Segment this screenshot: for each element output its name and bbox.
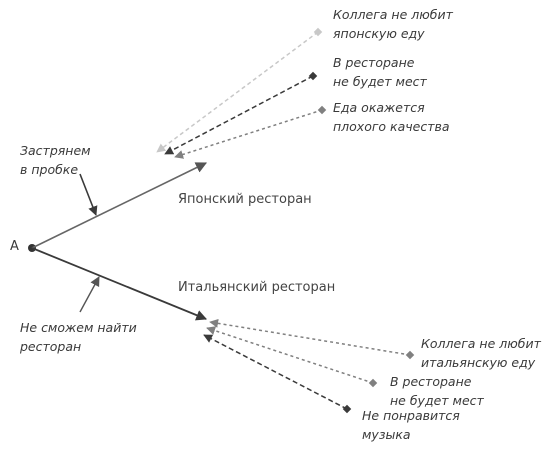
risk-label-italian-no-seats-line2: не будет мест bbox=[390, 393, 484, 408]
risk-label-italian-music: Не понравится музыка bbox=[362, 406, 460, 444]
risk-arrow-italian-colleague bbox=[209, 318, 411, 356]
risk-label-japanese-bad-food-line2: плохого качества bbox=[333, 119, 450, 134]
cant-find-obstacle-line2: ресторан bbox=[20, 339, 82, 354]
risk-arrow-japanese-no-seats bbox=[164, 75, 314, 155]
risk-marker-japanese-no-seats bbox=[308, 71, 318, 81]
cant-find-obstacle-label: Не сможем найти ресторан bbox=[20, 318, 137, 356]
risk-marker-italian-music bbox=[342, 404, 352, 414]
risk-marker-italian-no-seats bbox=[368, 378, 378, 388]
risk-label-italian-colleague-line2: итальянскую еду bbox=[421, 355, 536, 370]
risk-marker-japanese-bad-food bbox=[317, 105, 327, 115]
traffic-obstacle-line2: в пробке bbox=[20, 162, 79, 177]
risk-arrow-japanese-bad-food bbox=[174, 109, 323, 159]
italian-restaurant-label: Итальянский ресторан bbox=[178, 280, 336, 295]
cant-find-obstacle-arrow bbox=[79, 276, 100, 313]
start-label: A bbox=[10, 239, 19, 254]
risk-label-japanese-no-seats-line1: В ресторане bbox=[333, 55, 415, 70]
risk-label-italian-music-line2: музыка bbox=[362, 427, 411, 442]
traffic-obstacle-arrow bbox=[79, 173, 98, 216]
risk-arrow-italian-music bbox=[203, 334, 348, 410]
risk-arrow-italian-no-seats bbox=[206, 326, 374, 384]
risk-label-japanese-no-seats-line2: не будет мест bbox=[333, 74, 427, 89]
risk-arrow-japanese-colleague bbox=[156, 31, 319, 153]
risk-label-japanese-bad-food-line1: Еда окажется bbox=[333, 100, 425, 115]
japanese-branch-line bbox=[31, 162, 208, 249]
cant-find-obstacle-line1: Не сможем найти bbox=[20, 320, 137, 335]
risk-label-japanese-colleague-line1: Коллега не любит bbox=[333, 7, 453, 22]
risk-label-japanese-colleague: Коллега не любит японскую еду bbox=[333, 5, 453, 43]
risk-label-italian-music-line1: Не понравится bbox=[362, 408, 460, 423]
risk-label-japanese-colleague-line2: японскую еду bbox=[333, 26, 425, 41]
italian-branch-line bbox=[31, 247, 207, 321]
risk-label-italian-colleague-line1: Коллега не любит bbox=[421, 336, 541, 351]
risk-label-japanese-no-seats: В ресторане не будет мест bbox=[333, 53, 427, 91]
risk-label-italian-no-seats: В ресторане не будет мест bbox=[390, 372, 484, 410]
risk-marker-japanese-colleague bbox=[313, 27, 323, 37]
risk-label-italian-no-seats-line1: В ресторане bbox=[390, 374, 472, 389]
risk-marker-italian-colleague bbox=[405, 350, 415, 360]
japanese-restaurant-label: Японский ресторан bbox=[178, 192, 312, 207]
traffic-obstacle-line1: Застрянем bbox=[20, 143, 91, 158]
risk-label-japanese-bad-food: Еда окажется плохого качества bbox=[333, 98, 450, 136]
traffic-obstacle-label: Застрянем в пробке bbox=[20, 141, 91, 179]
risk-label-italian-colleague: Коллега не любит итальянскую еду bbox=[421, 334, 541, 372]
